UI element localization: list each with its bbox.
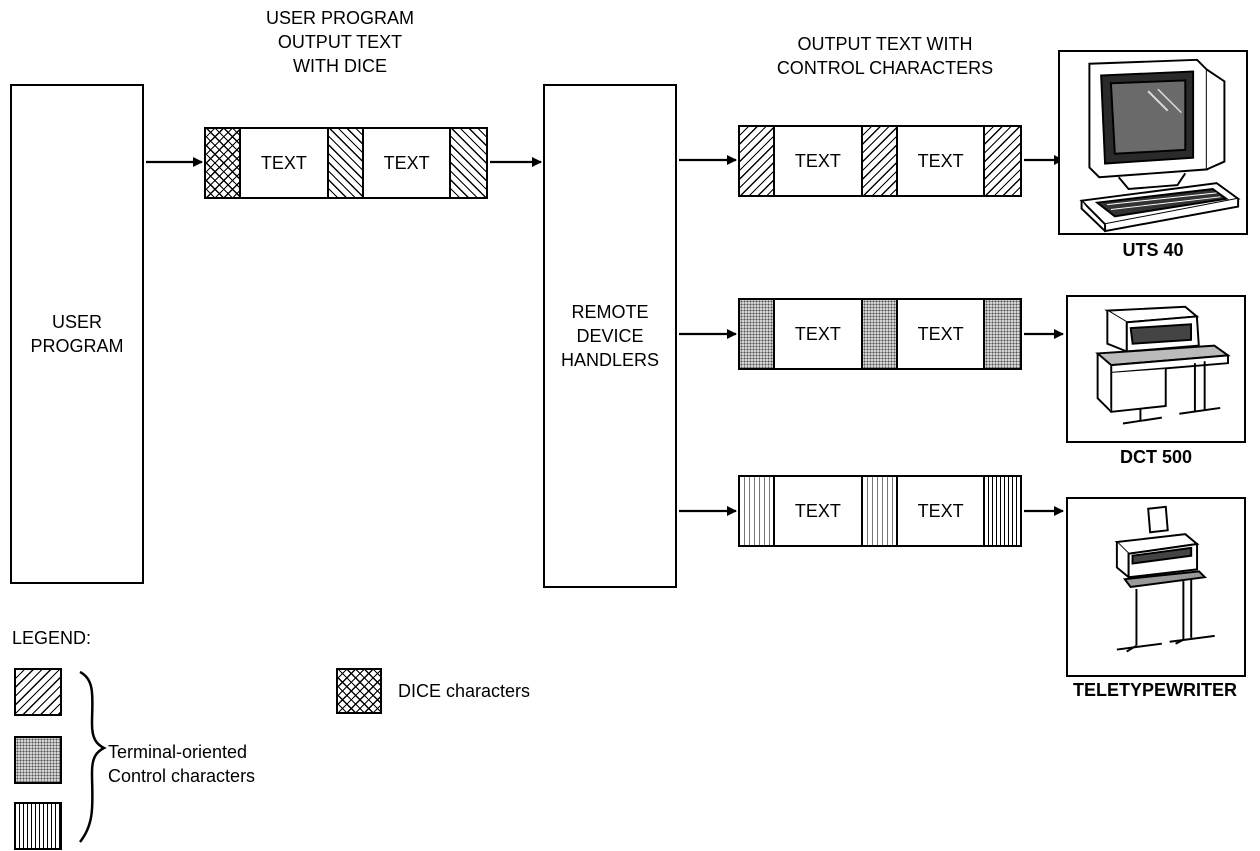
legend-terminal-text: Terminal-oriented Control characters (108, 740, 255, 788)
legend-terminal-text-line: Terminal-oriented (108, 740, 255, 764)
legend-dice-text: DICE characters (398, 679, 530, 703)
legend-swatch-crosshatch (336, 668, 382, 714)
legend-terminal-text-line: Control characters (108, 764, 255, 788)
